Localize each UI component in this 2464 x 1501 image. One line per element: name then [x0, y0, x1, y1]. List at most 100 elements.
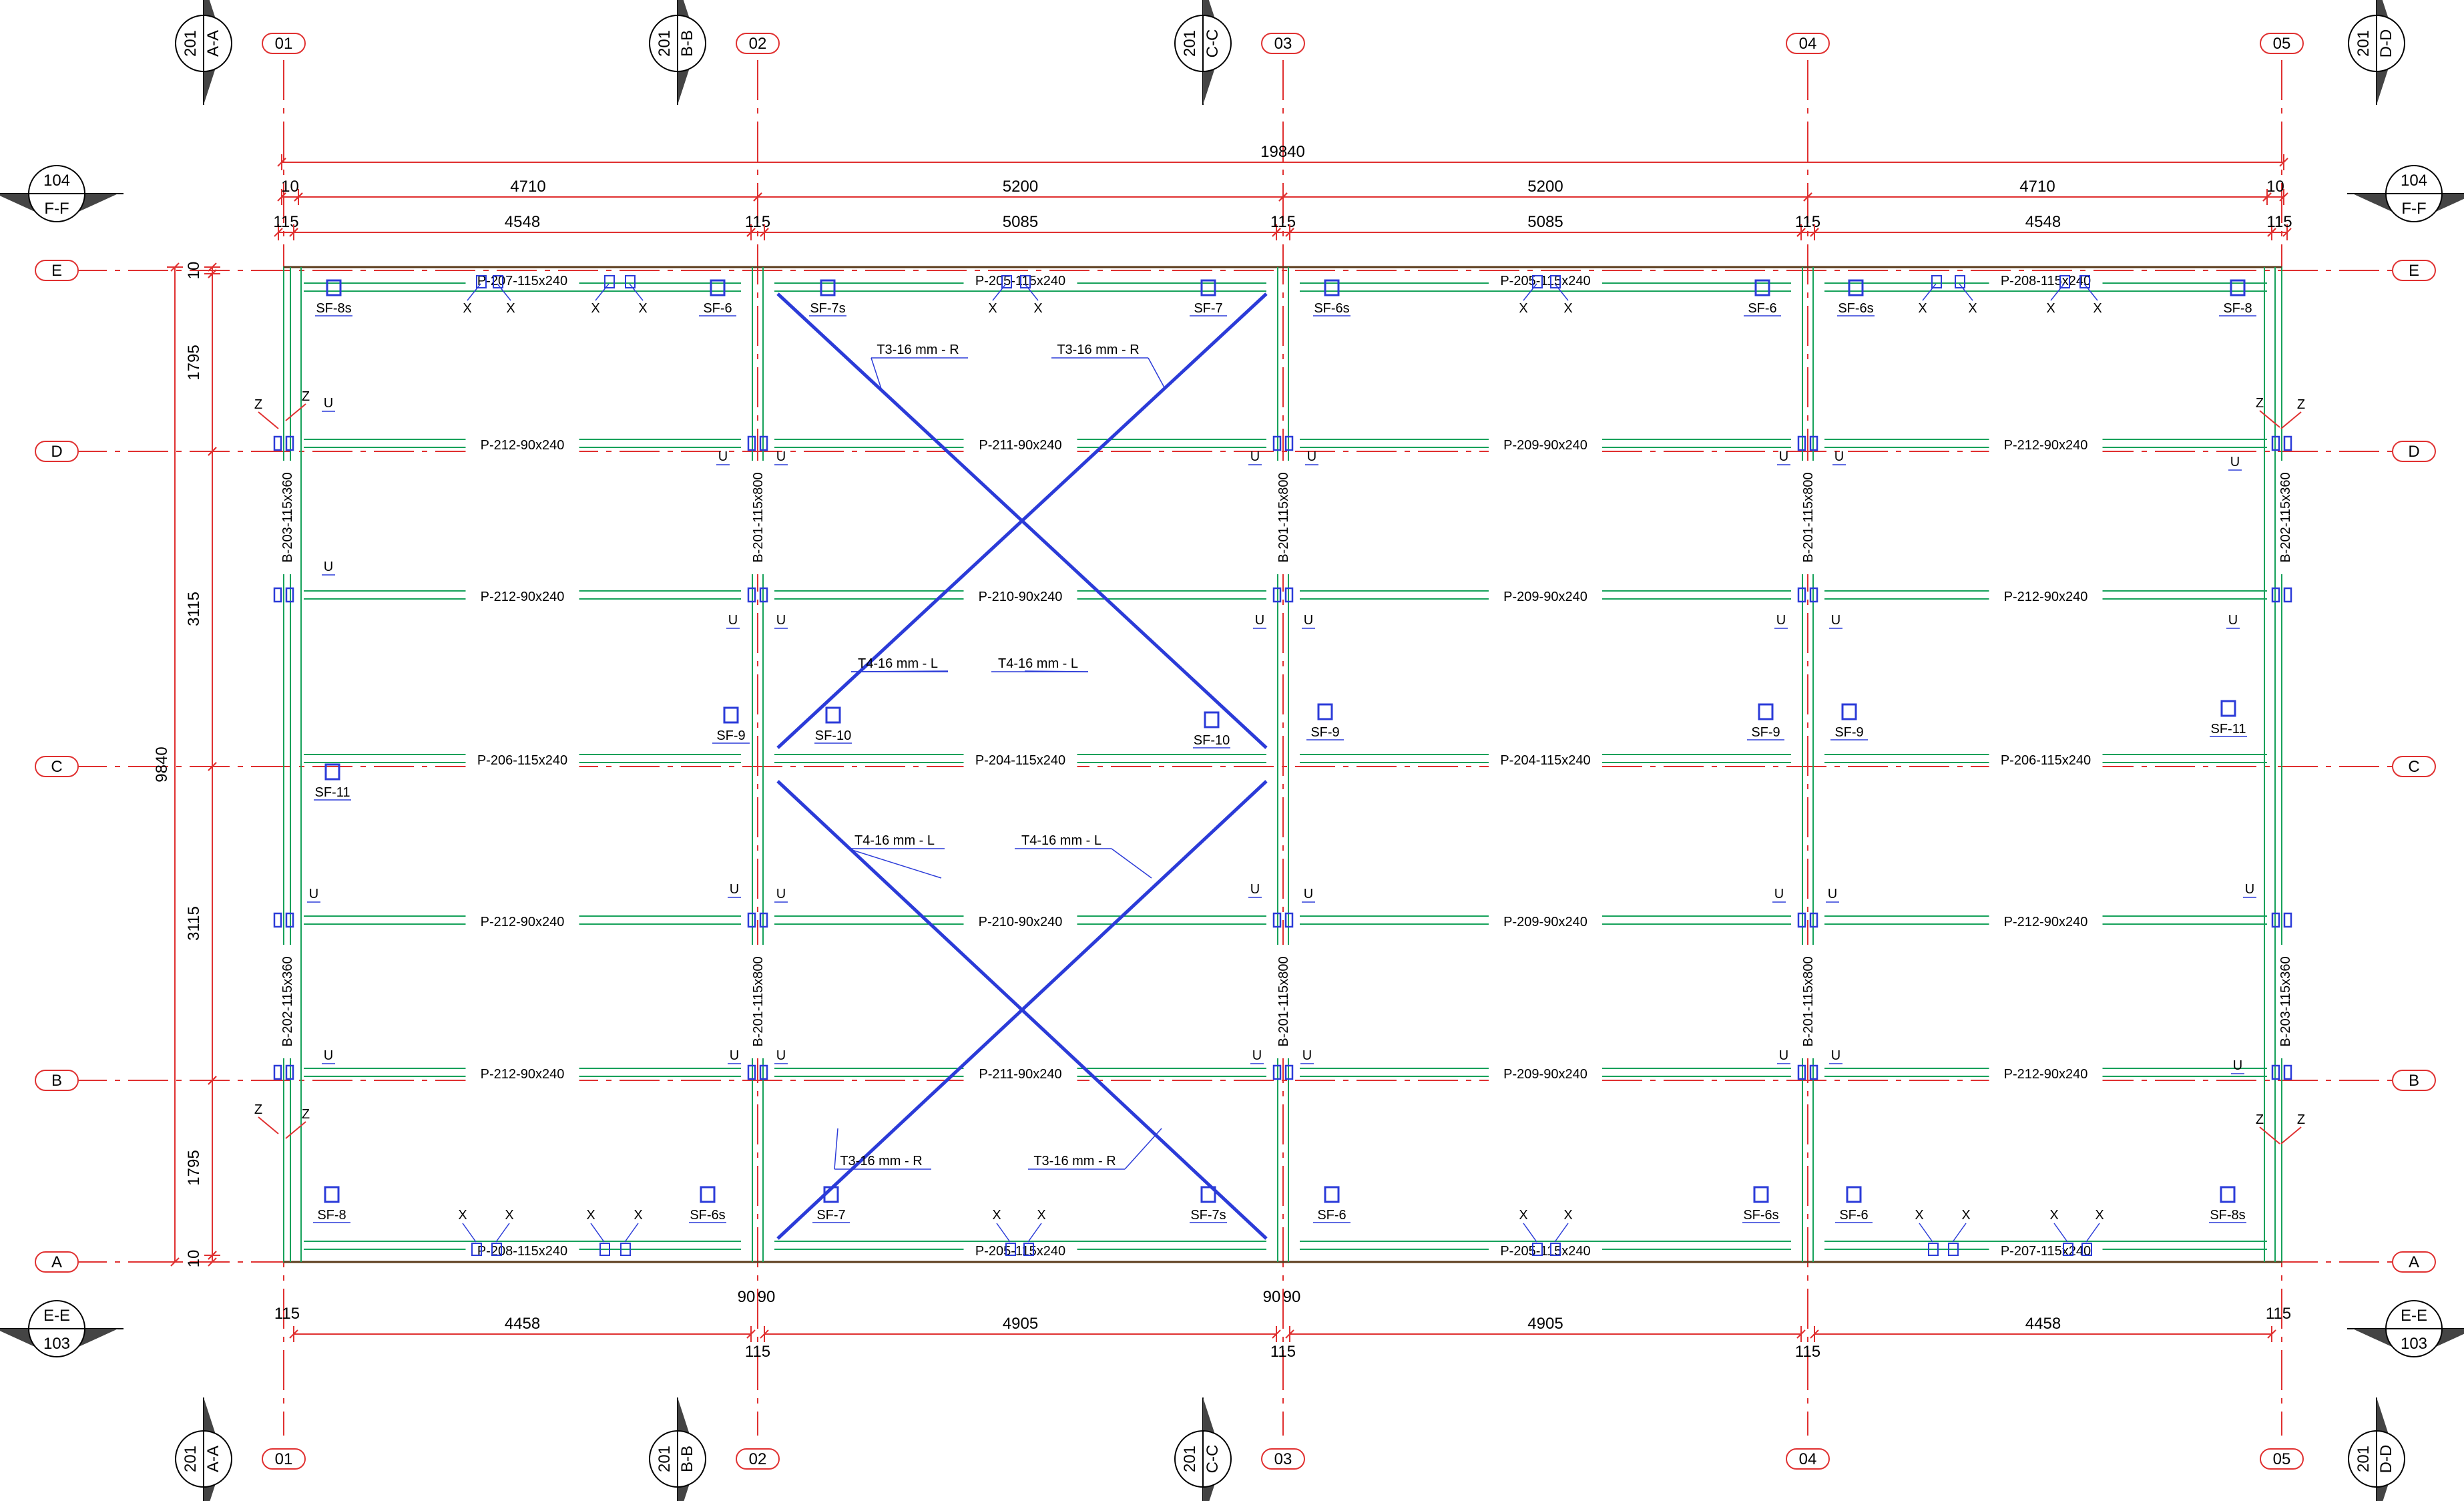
- dimension-value: 3115: [185, 592, 203, 626]
- beam-D-2: P-209-90x240: [1300, 437, 1791, 453]
- grid-bubble-bottom-01: 01: [262, 1448, 306, 1470]
- column-label-upper: B-203-115x360: [280, 472, 295, 562]
- u-marker-24: U: [322, 1048, 335, 1064]
- tag-text: SF-9: [1751, 725, 1780, 740]
- x-marker-top-7: X: [1550, 275, 1573, 316]
- grid-bubble-shape: [2260, 33, 2304, 54]
- x-marker-leader: [1523, 1223, 1537, 1243]
- z-marker-leader: [285, 1121, 306, 1139]
- x-marker-text: X: [2095, 1208, 2104, 1223]
- dimension-value: 9840: [153, 746, 171, 782]
- beam-label-bg: [465, 1066, 579, 1082]
- brace-label-0: T3-16 mm - R: [871, 343, 968, 389]
- brace-3: [776, 780, 1268, 1240]
- tag-text: SF-9: [1834, 725, 1863, 740]
- connector-plate: [324, 1186, 340, 1203]
- beam-DC-3: P-212-90x240: [1824, 589, 2267, 605]
- connector-plate: [1753, 1186, 1769, 1203]
- dim-top-row2-5: 5085: [1285, 213, 1806, 240]
- beam-label: P-212-90x240: [481, 915, 565, 929]
- beam-A-3: P-207-115x240: [1824, 1241, 2267, 1259]
- beam-label: P-204-115x240: [975, 753, 1065, 768]
- beam-A-2: P-205-115x240: [1300, 1241, 1791, 1259]
- grid-bubble-label: D: [2408, 443, 2419, 461]
- dimension-slash: [277, 192, 286, 202]
- beam-label-bg: [963, 1243, 1077, 1259]
- tag-text: SF-7: [816, 1208, 845, 1223]
- junction-plate: [1272, 587, 1282, 603]
- x-marker-text: X: [1915, 1208, 1923, 1223]
- beam-label-bg: [1489, 589, 1602, 605]
- tag-text: SF-10: [815, 728, 851, 743]
- junction-plate: [1797, 435, 1806, 451]
- x-marker-text: X: [1037, 1208, 1045, 1223]
- dimension-slash: [1810, 228, 1819, 237]
- u-marker-text: U: [1774, 887, 1784, 901]
- z-marker-3: Z: [2280, 397, 2305, 429]
- brace-label-leader: [834, 1128, 838, 1170]
- junction-plate: [759, 1064, 768, 1080]
- u-marker-23: U: [2243, 882, 2256, 898]
- beam-label: P-209-90x240: [1503, 438, 1587, 453]
- dim-bottom-row2-1: 4905: [760, 1315, 1281, 1342]
- dimension-value: 10: [185, 262, 203, 280]
- u-marker-14: U: [1829, 613, 1842, 629]
- beam-label: P-210-90x240: [979, 590, 1063, 604]
- x-marker-text: X: [638, 301, 647, 316]
- junction-plate: [759, 587, 768, 603]
- x-marker-text: X: [2093, 301, 2102, 316]
- grid-bubble-shape: [2392, 1251, 2436, 1273]
- grid-bubble-shape: [1261, 33, 1305, 54]
- u-marker-22: U: [1826, 887, 1839, 903]
- column-label-lower: B-202-115x360: [280, 956, 295, 1046]
- grid-bubble-top-02: 02: [736, 33, 780, 54]
- connector-plate: [723, 706, 739, 724]
- brace-label-6: T3-16 mm - R: [834, 1128, 931, 1170]
- dimension-slash: [208, 262, 217, 272]
- u-marker-text: U: [776, 613, 786, 628]
- z-marker-0: Z: [254, 397, 279, 429]
- dimension-slash: [208, 269, 217, 278]
- dimension-value: 115: [1795, 213, 1820, 231]
- junction-plate: [1272, 1064, 1282, 1080]
- x-marker-plate: [599, 1243, 610, 1256]
- grid-bubble-left-D: D: [35, 441, 79, 462]
- dim-top-row1-5: 10: [2262, 178, 2288, 205]
- u-marker-text: U: [1834, 449, 1844, 464]
- junction-plate: [1272, 912, 1282, 928]
- dim-bottom-row3-0: 115: [745, 1343, 770, 1361]
- side-marker-bottom-text: 103: [2401, 1335, 2427, 1353]
- dimension-slash: [760, 228, 769, 237]
- junction-plate: [2271, 587, 2280, 603]
- connector-plate: [2230, 279, 2246, 296]
- dim-bottom-row1-4: 90: [1283, 1288, 1301, 1306]
- x-marker-top-5: X: [1020, 275, 1043, 316]
- z-marker-leader: [258, 411, 279, 429]
- side-marker-top-text: E-E: [43, 1307, 70, 1325]
- beam-label: P-205-115x240: [975, 1244, 1065, 1259]
- z-marker-text: Z: [254, 397, 262, 412]
- x-marker-bottom-2: X: [586, 1208, 610, 1256]
- z-marker-text: Z: [302, 1107, 310, 1122]
- beam-label: P-205-115x240: [1500, 274, 1590, 288]
- junction-0-1: [273, 587, 294, 603]
- dimension-value: 1795: [185, 345, 203, 380]
- junction-3-3: [1797, 1064, 1818, 1080]
- section-marker-code: C-C: [1204, 29, 1222, 58]
- junction-0-3: [273, 1064, 294, 1080]
- junction-4-0: [2271, 435, 2292, 451]
- side-marker-top-text: 104: [2401, 172, 2427, 190]
- connector-plate: [2220, 1186, 2236, 1203]
- junction-plate: [273, 1064, 282, 1080]
- grid-bubble-shape: [35, 1251, 79, 1273]
- beam-label-bg: [963, 914, 1077, 930]
- junction-plate: [2271, 435, 2280, 451]
- u-marker-2: U: [774, 449, 788, 465]
- junction-plate: [747, 1064, 756, 1080]
- dimension-slash: [1272, 1329, 1281, 1339]
- beam-label-bg: [1989, 1243, 2103, 1259]
- dim-top-row1-3: 5200: [1278, 178, 1812, 205]
- x-marker-text: X: [2049, 1208, 2058, 1223]
